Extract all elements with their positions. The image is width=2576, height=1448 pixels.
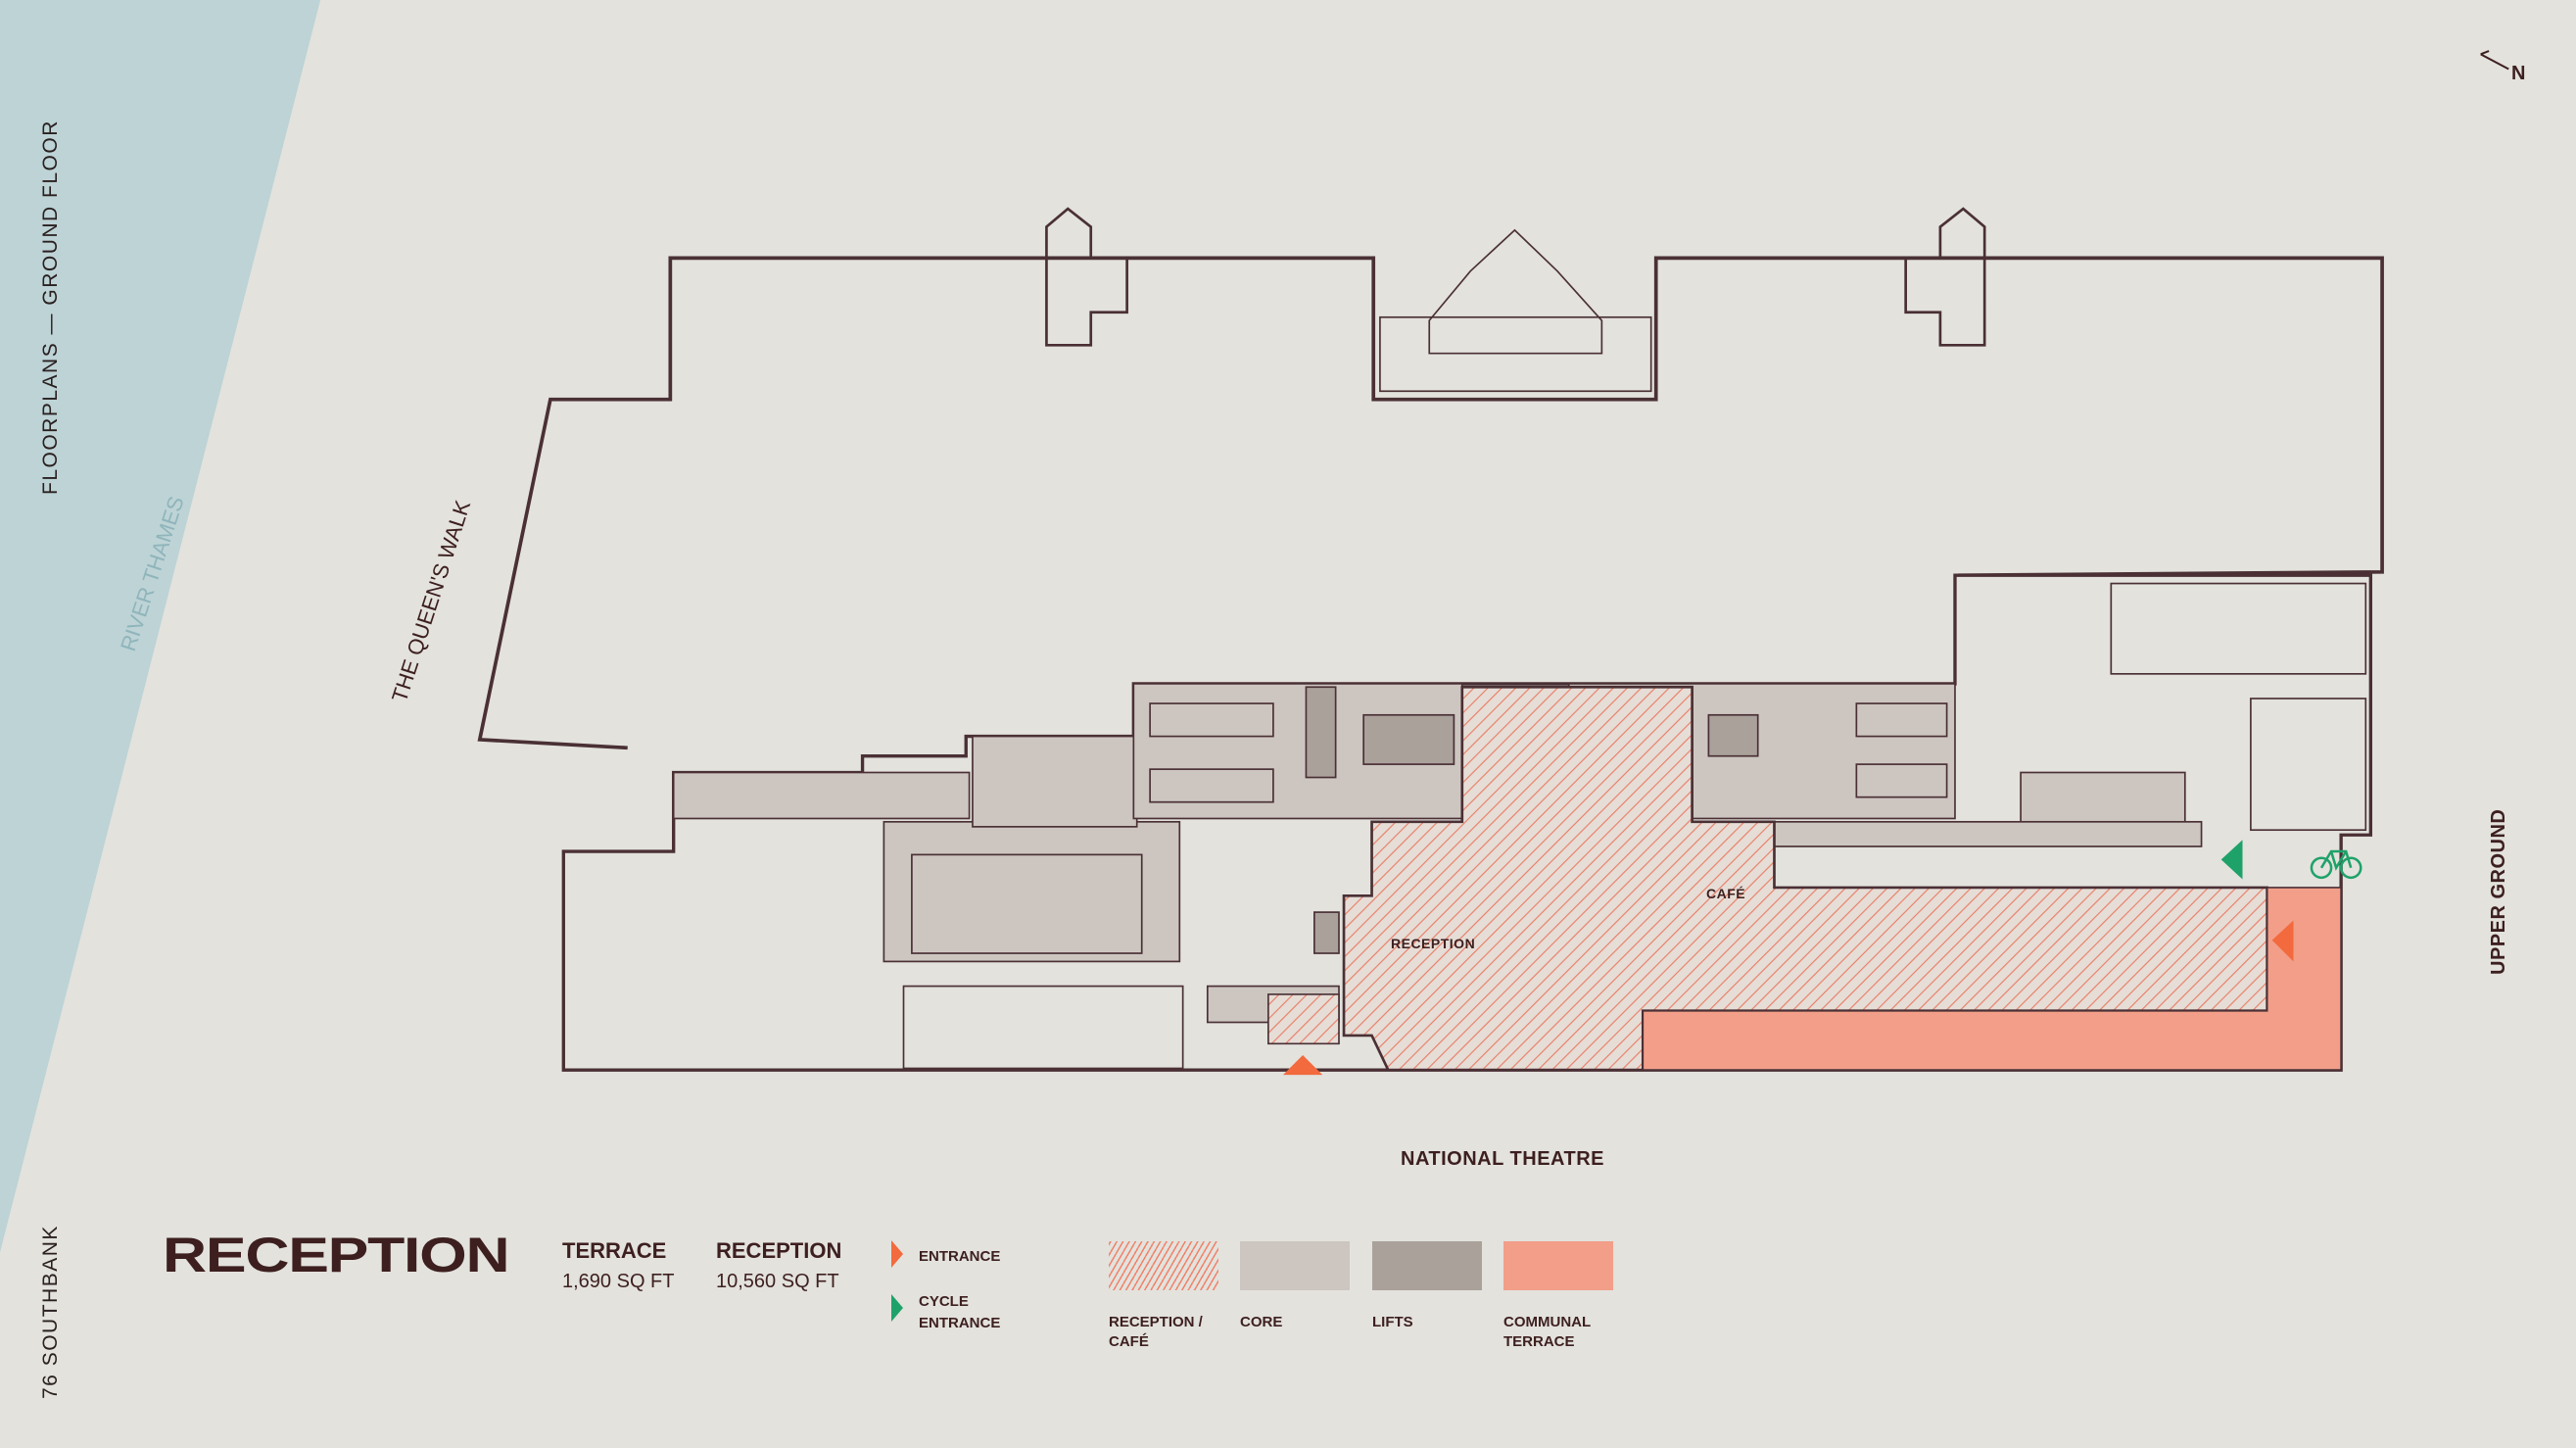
entrance-legend-label: ENTRANCE [919, 1248, 1001, 1265]
legend-title: RECEPTION [163, 1228, 510, 1282]
interior-walls [902, 582, 2367, 1070]
cycle-entrance-triangle-icon [891, 1294, 903, 1322]
cycle-entrance-marker [2220, 840, 2243, 880]
swatch-reception-cafe [1109, 1241, 1218, 1290]
north-arrow-icon [2480, 50, 2509, 71]
swatch-label-terrace-2: TERRACE [1503, 1333, 1575, 1350]
cycle-legend-line1: CYCLE [919, 1293, 969, 1310]
upper-ground-label: UPPER GROUND [2488, 808, 2509, 975]
terrace-area-name: TERRACE [562, 1238, 667, 1263]
legend-marker-icons [891, 1240, 903, 1322]
swatch-label-terrace-1: COMMUNAL [1503, 1314, 1592, 1330]
entrance-triangle-icon [891, 1240, 903, 1268]
river-thames-area [0, 0, 321, 1253]
address-label: 76 SOUTHBANK [39, 1225, 62, 1399]
bicycle-icon [2310, 849, 2362, 880]
swatch-label-lifts: LIFTS [1372, 1314, 1413, 1330]
swatch-core [1240, 1241, 1350, 1290]
swatch-label-core: CORE [1240, 1314, 1283, 1330]
entrance-marker-east [2271, 920, 2294, 962]
reception-area-value: 10,560 SQ FT [716, 1271, 839, 1292]
reception-map-label: RECEPTION [1391, 936, 1476, 951]
swatch-label-reception-2: CAFÉ [1109, 1333, 1149, 1350]
reception-area-name: RECEPTION [716, 1238, 842, 1263]
swatch-communal-terrace [1503, 1241, 1613, 1290]
stair-towers [1045, 207, 1986, 393]
swatch-lifts [1372, 1241, 1482, 1290]
cycle-legend-line2: ENTRANCE [919, 1315, 1001, 1331]
entrance-marker-south [1282, 1055, 1323, 1076]
floorplans-ground-floor-label: FLOORPLANS — GROUND FLOOR [39, 120, 62, 495]
reception-hatch-small [1267, 993, 1340, 1045]
communal-terrace-area [1642, 887, 2342, 1071]
building-outline-upper [477, 256, 2384, 750]
swatch-label-reception-1: RECEPTION / [1109, 1314, 1203, 1330]
national-theatre-label: NATIONAL THEATRE [1401, 1148, 1604, 1170]
terrace-area-value: 1,690 SQ FT [562, 1271, 675, 1292]
north-label: N [2511, 63, 2526, 84]
cafe-map-label: CAFÉ [1706, 886, 1746, 901]
